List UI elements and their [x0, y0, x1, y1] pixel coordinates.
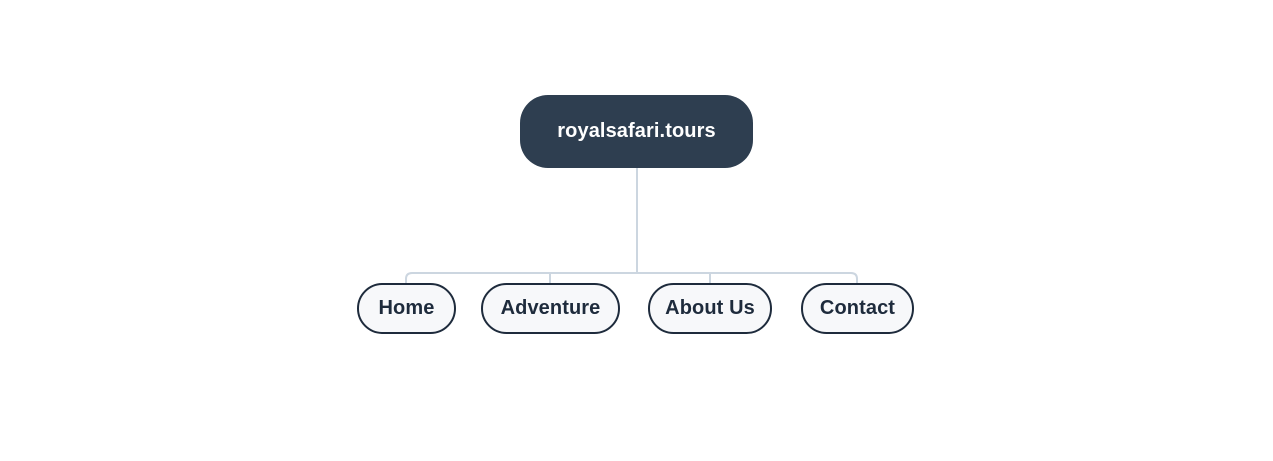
sitemap-root-node[interactable]: royalsafari.tours [520, 95, 753, 168]
sitemap-node-about-us[interactable]: About Us [648, 283, 772, 334]
sitemap-node-home[interactable]: Home [357, 283, 456, 334]
sitemap-node-label: Contact [819, 297, 896, 319]
sitemap-node-label: About Us [665, 297, 755, 319]
connector-branch-contact [637, 272, 858, 285]
sitemap-node-adventure[interactable]: Adventure [481, 283, 620, 334]
sitemap-root-label: royalsafari.tours [557, 120, 716, 142]
connector-branch-home [405, 272, 637, 285]
sitemap-node-contact[interactable]: Contact [801, 283, 914, 334]
sitemap-node-label: Home [378, 297, 435, 319]
sitemap-node-label: Adventure [500, 297, 601, 319]
